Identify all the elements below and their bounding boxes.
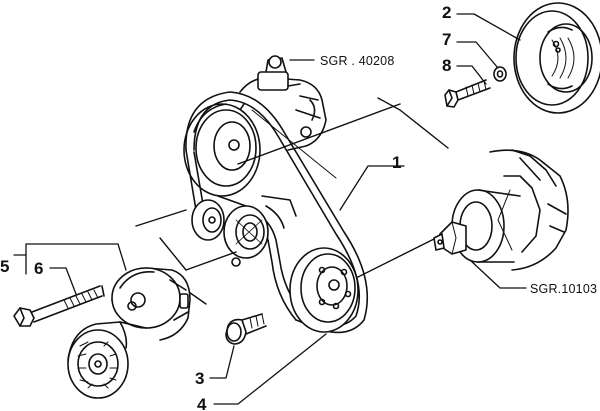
callout-1: 1 xyxy=(392,153,402,172)
callout-7: 7 xyxy=(442,30,452,49)
crankshaft xyxy=(433,149,569,271)
damper-pulley-part-4 xyxy=(289,247,359,333)
steering-pump-pulley xyxy=(183,103,261,197)
callout-3: 3 xyxy=(195,369,205,388)
callout-8: 8 xyxy=(442,56,452,75)
long-bolt-part-6 xyxy=(13,285,105,327)
crankshaft-pulley-part-2 xyxy=(513,2,600,114)
tensioner-part-5 xyxy=(67,267,191,399)
reference-steering-pump: SGR . 40208 xyxy=(320,54,395,68)
washer-part-7 xyxy=(493,66,507,82)
callout-5: 5 xyxy=(0,257,10,276)
power-steering-pump xyxy=(235,55,327,151)
callout-2: 2 xyxy=(442,3,452,22)
callout-4: 4 xyxy=(197,395,207,411)
leader-lines xyxy=(13,13,527,405)
reference-crankshaft: SGR.10103 xyxy=(530,282,598,296)
bolt-part-8 xyxy=(444,79,491,108)
reference-lines xyxy=(135,97,449,305)
callout-6: 6 xyxy=(34,259,44,278)
small-bolt-part-3 xyxy=(225,313,267,345)
idler-pulleys xyxy=(191,195,297,267)
